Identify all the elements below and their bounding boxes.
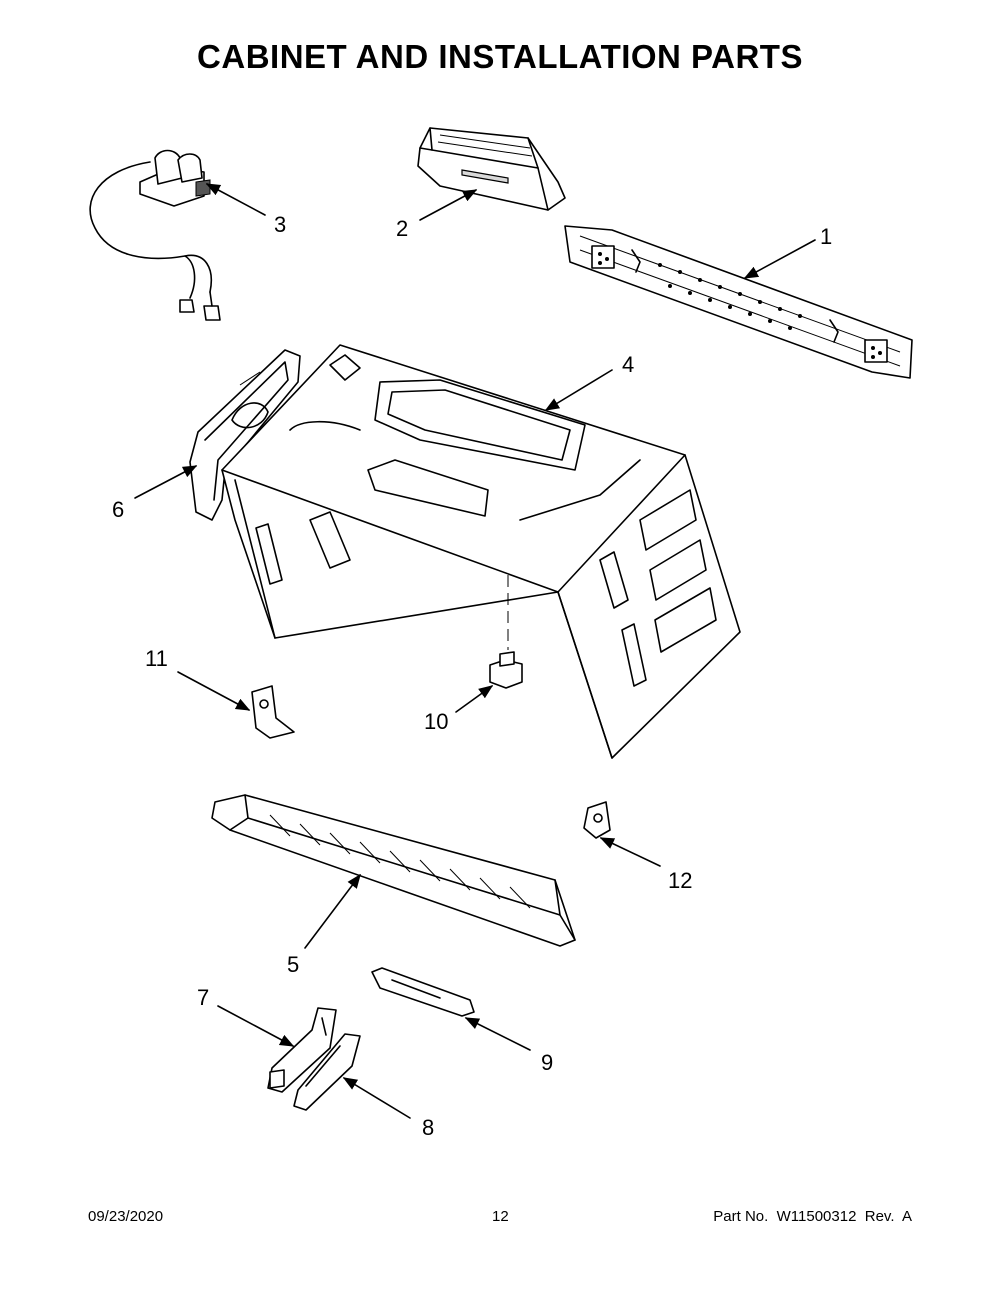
part-mounting-plate [564, 225, 913, 379]
callout-1: 1 [820, 224, 832, 249]
part-bottom-grille [211, 794, 576, 947]
callout-2: 2 [396, 216, 408, 241]
callout-7: 7 [197, 985, 209, 1010]
callout-3: 3 [274, 212, 286, 237]
page-title: CABINET AND INSTALLATION PARTS [197, 38, 803, 75]
part-power-cord [89, 149, 221, 321]
callout-9: 9 [541, 1050, 553, 1075]
callout-8: 8 [422, 1115, 434, 1140]
callout-12: 12 [668, 868, 692, 893]
callout-5: 5 [287, 952, 299, 977]
footer-date: 09/23/2020 [88, 1208, 164, 1225]
part-latch [489, 575, 523, 689]
callout-11: 11 [145, 646, 168, 671]
footer-part-number: Part No. W11500312 Rev. A [713, 1208, 912, 1225]
part-bracket-7 [267, 1007, 337, 1093]
part-top-vent [417, 127, 566, 211]
callout-6: 6 [112, 497, 124, 522]
part-clip-right [583, 801, 611, 839]
footer-page-number: 12 [492, 1208, 509, 1225]
part-cabinet-wrapper [221, 344, 741, 759]
leader-arrows [134, 183, 816, 1119]
part-bracket-8 [293, 1033, 361, 1111]
callout-10: 10 [424, 709, 448, 734]
callout-4: 4 [622, 352, 634, 377]
part-rail [371, 967, 475, 1017]
part-side-panel [189, 349, 301, 521]
part-bracket-left [251, 685, 295, 739]
